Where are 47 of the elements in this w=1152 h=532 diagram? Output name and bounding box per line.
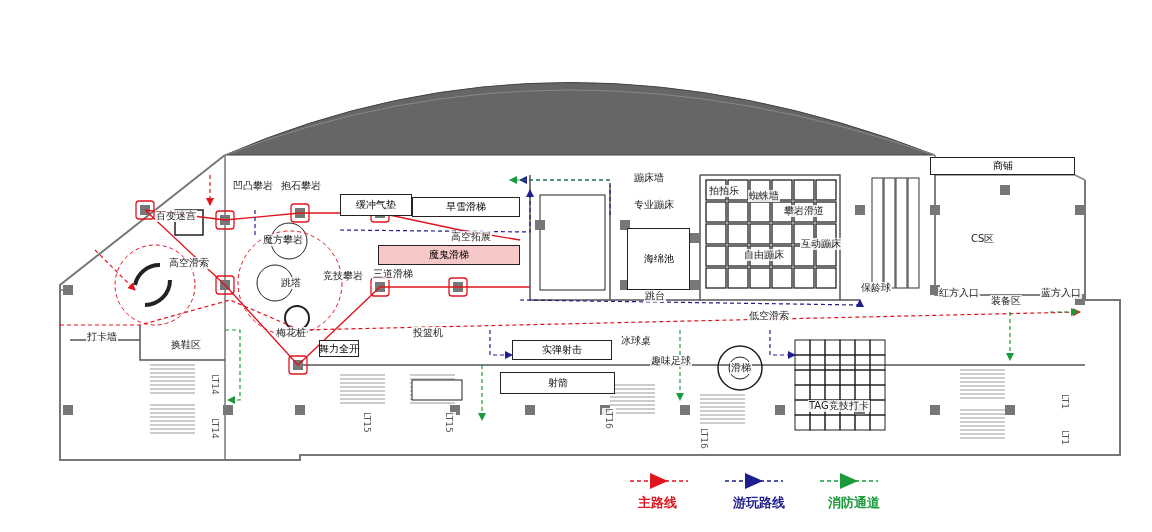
legend-label: 消防通道 xyxy=(828,494,880,512)
legend-label: 游玩路线 xyxy=(733,494,785,512)
zone-label: 海绵池 xyxy=(643,252,674,266)
zone-label: 魔鬼滑梯 xyxy=(429,248,469,262)
area-label: 百变迷宫 xyxy=(155,210,197,222)
area-label: 装备区 xyxy=(990,295,1022,307)
area-label: 拍拍乐 xyxy=(708,185,740,197)
area-label: 攀岩滑道 xyxy=(783,205,825,217)
area-label: 换鞋区 xyxy=(170,339,202,351)
zone-box xyxy=(500,372,615,394)
area-label: 蜘蛛墙 xyxy=(748,190,780,202)
zone-box xyxy=(930,157,1075,175)
area-label: 高空滑索 xyxy=(168,257,210,269)
zone-box xyxy=(340,194,412,216)
zone-label: 商铺 xyxy=(992,159,1013,173)
area-label: 红方入口 xyxy=(938,287,980,299)
zone-box xyxy=(378,245,520,265)
area-label: 自由蹦床 xyxy=(743,249,785,261)
stair-label: LT16 xyxy=(602,408,616,429)
area-label: 冰球桌 xyxy=(620,335,652,347)
legend-label: 主路线 xyxy=(638,494,677,512)
area-label: 凹凸攀岩 xyxy=(232,180,274,192)
zone-label: 射箭 xyxy=(547,376,568,390)
area-label: CS区 xyxy=(970,233,996,245)
area-label: 低空滑索 xyxy=(748,310,790,322)
zone-box xyxy=(512,340,612,360)
area-label: 蹦床墙 xyxy=(633,172,665,184)
area-label: 打卡墙 xyxy=(86,331,118,343)
area-label: 跳塔 xyxy=(280,277,302,289)
area-label: 专业蹦床 xyxy=(633,199,675,211)
area-label: 投篮机 xyxy=(412,327,444,339)
area-label: 高空拓展 xyxy=(450,231,492,243)
zone-label: 旱雪滑梯 xyxy=(446,200,486,214)
area-label: 竞技攀岩 xyxy=(322,270,364,282)
zone-label: 实弹射击 xyxy=(542,343,582,357)
area-label: 蓝方入口 xyxy=(1040,287,1082,299)
zone-box xyxy=(627,228,690,290)
area-label: 趣味足球 xyxy=(650,355,692,367)
area-label: 抱石攀岩 xyxy=(280,180,322,192)
area-label: 梅花桩 xyxy=(275,327,307,339)
zone-box xyxy=(412,197,520,217)
area-label: 滑梯 xyxy=(730,362,752,374)
area-label: 魔方攀岩 xyxy=(262,234,304,246)
area-label: TAG竞技打卡 xyxy=(808,400,870,412)
zone-label: 缓冲气垫 xyxy=(356,198,396,212)
area-label: 互动蹦床 xyxy=(800,238,842,250)
area-label: 保龄球 xyxy=(860,282,892,294)
